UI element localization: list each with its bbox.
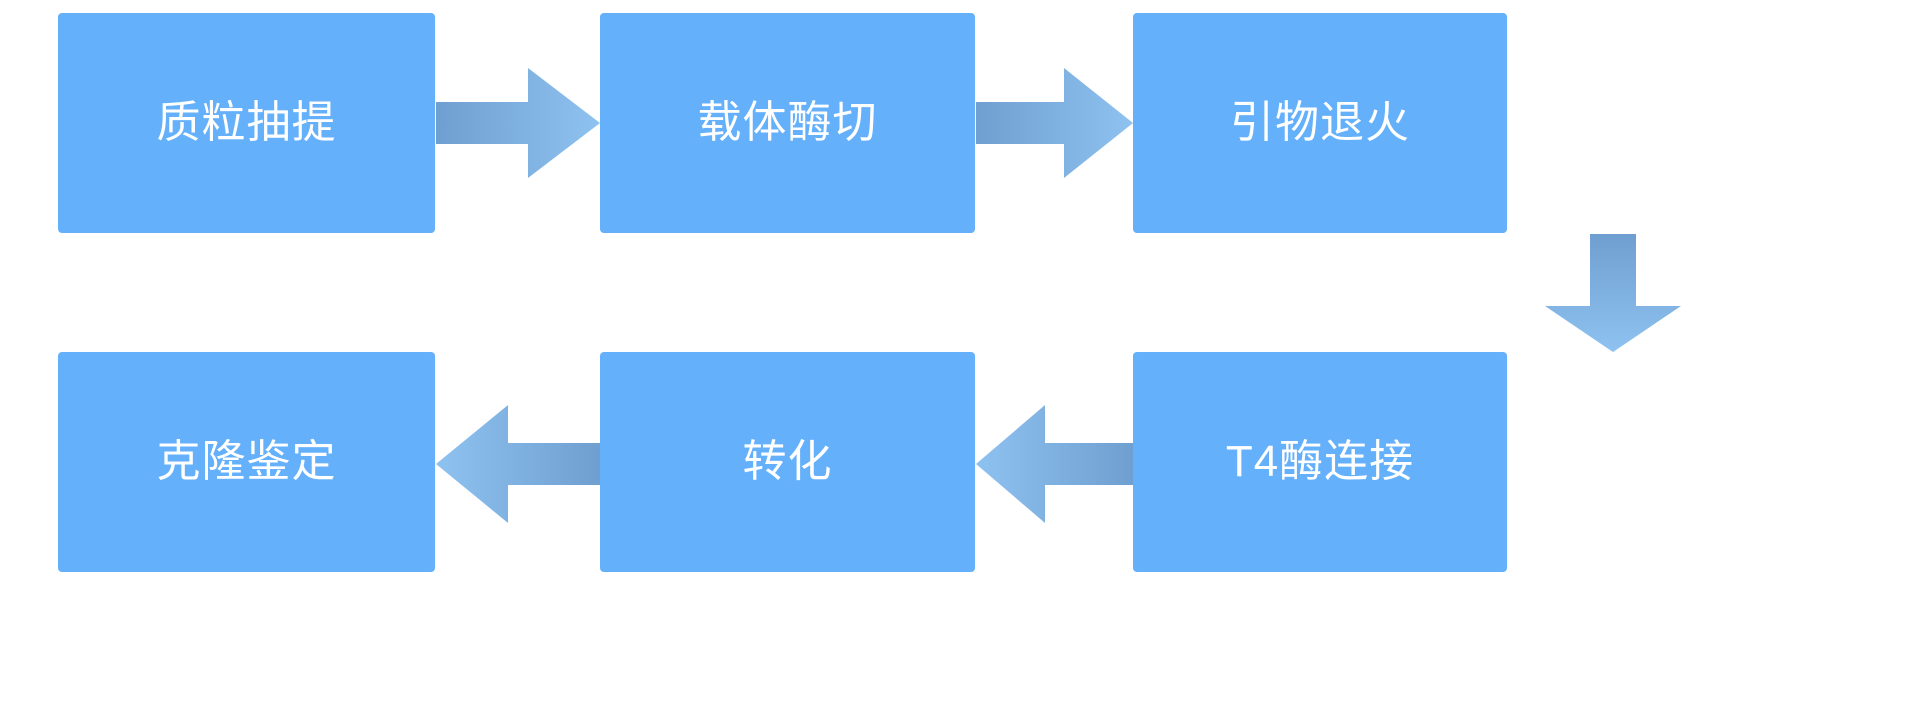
flow-node-label: 克隆鉴定 bbox=[156, 437, 337, 486]
arrow-down-icon bbox=[1545, 234, 1681, 352]
flow-node-t4-ligation[interactable]: T4酶连接 bbox=[1133, 352, 1507, 572]
flow-node-vector-digestion[interactable]: 载体酶切 bbox=[600, 13, 975, 233]
arrow-right-icon bbox=[436, 68, 600, 178]
flow-node-clone-identification[interactable]: 克隆鉴定 bbox=[58, 352, 435, 572]
flow-node-transformation[interactable]: 转化 bbox=[600, 352, 975, 572]
flow-node-label: 转化 bbox=[742, 437, 833, 486]
arrow-left-icon bbox=[976, 405, 1133, 523]
arrow-left-icon bbox=[436, 405, 600, 523]
flow-node-plasmid-extraction[interactable]: 质粒抽提 bbox=[58, 13, 435, 233]
flow-node-label: 质粒抽提 bbox=[156, 98, 337, 147]
flow-node-primer-annealing[interactable]: 引物退火 bbox=[1133, 13, 1507, 233]
flow-node-label: 载体酶切 bbox=[697, 98, 878, 147]
flow-node-label: 引物退火 bbox=[1230, 98, 1410, 147]
flow-node-label: T4酶连接 bbox=[1225, 437, 1415, 486]
arrow-right-icon bbox=[976, 68, 1133, 178]
